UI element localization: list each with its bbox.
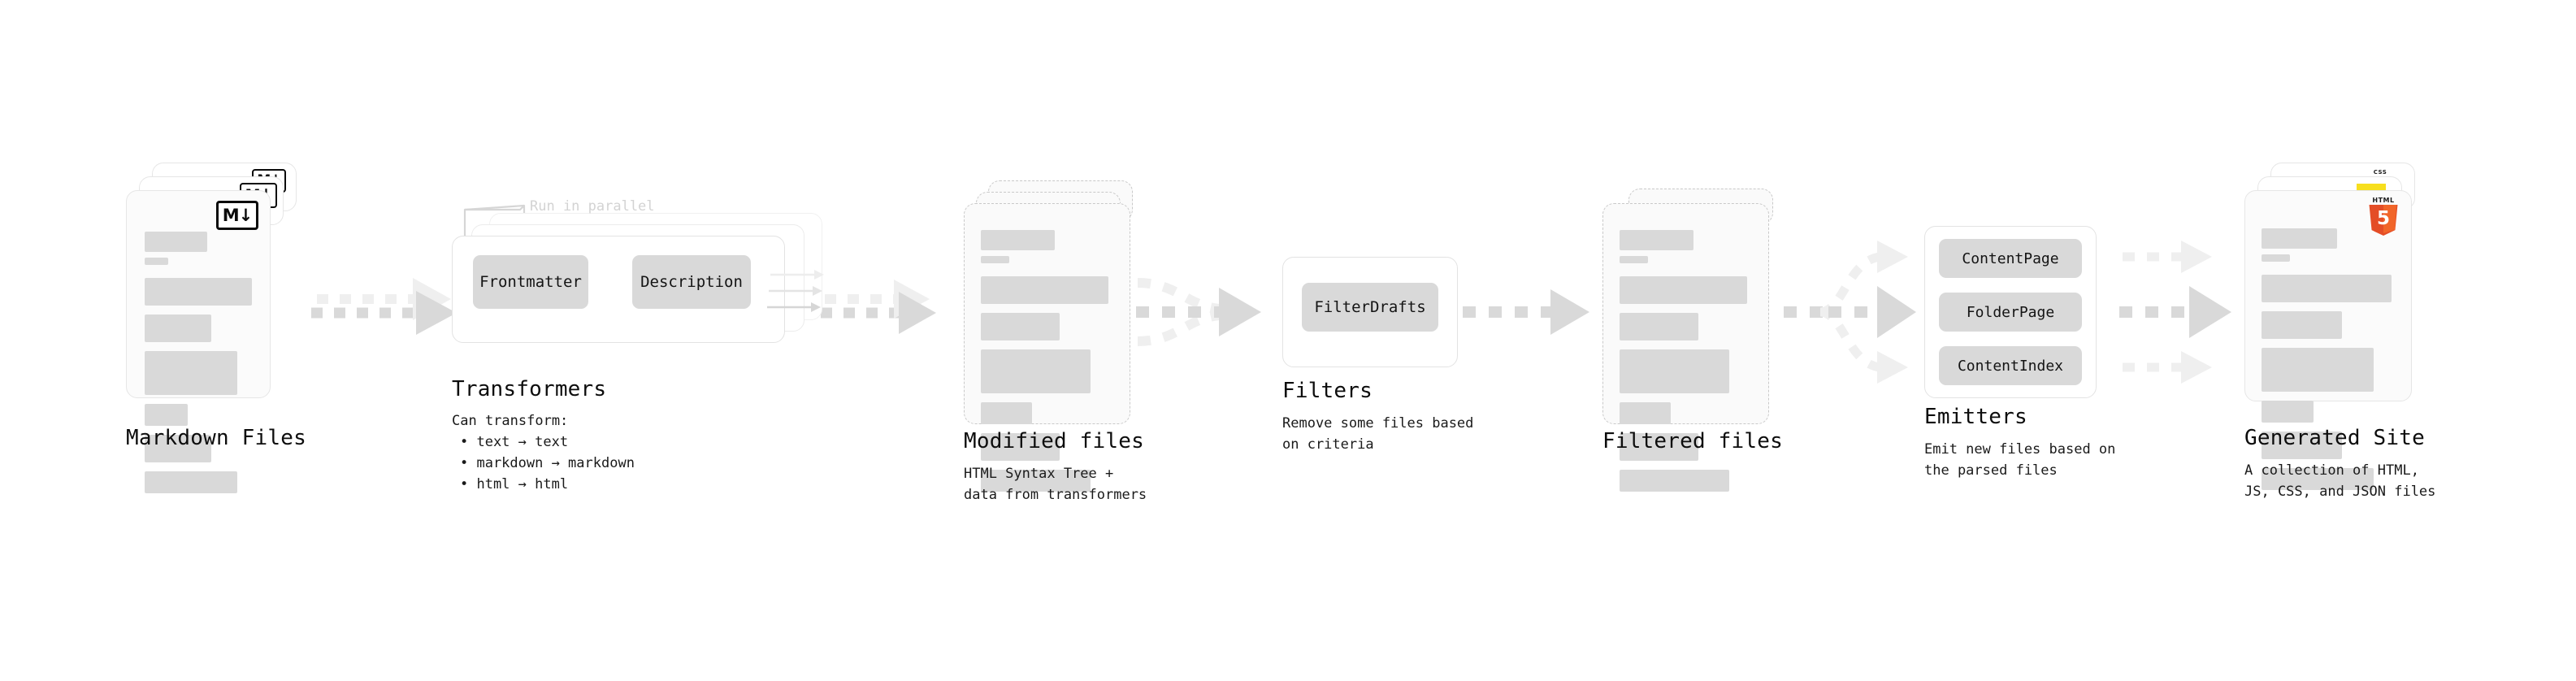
arrow-transformers-to-modified [821, 280, 936, 334]
modified-card-front [964, 203, 1130, 492]
filtered-card-front [1602, 203, 1769, 492]
stage-title-modified-files: Modified files [964, 429, 1144, 453]
skeleton-bar [145, 278, 252, 306]
filter-chip-filterdrafts[interactable]: FilterDrafts [1302, 283, 1438, 332]
stage-filtered-files [1602, 189, 1773, 492]
stage-filters: FilterDrafts [1282, 257, 1458, 367]
transformer-chip-description[interactable]: Description [632, 255, 751, 309]
skeleton-bar [981, 230, 1056, 250]
skeleton-bar [981, 470, 1091, 492]
arrow-filters-to-filtered [1463, 289, 1589, 335]
filtered-card-skeleton [1620, 230, 1747, 492]
html5-icon-number: 5 [2376, 208, 2390, 229]
transformers-bullet-0: • text → text [460, 434, 569, 450]
skeleton-bar [2262, 348, 2374, 392]
skeleton-bar [145, 435, 211, 462]
skeleton-bar [1620, 402, 1671, 424]
skeleton-bar [981, 256, 1009, 263]
modified-file-stack [964, 180, 1134, 492]
stage-title-emitters: Emitters [1924, 405, 2027, 429]
skeleton-bar [1620, 313, 1699, 340]
skeleton-bar [145, 314, 211, 342]
filtered-file-stack [1602, 189, 1773, 492]
generated-site-stack: CSS HTML 5 [2244, 163, 2419, 490]
skeleton-bar [145, 232, 207, 252]
site-card-skeleton [2262, 228, 2392, 490]
markdown-icon: M↓ [216, 201, 258, 230]
skeleton-bar [981, 313, 1060, 340]
skeleton-bar [2262, 468, 2374, 490]
stage-emitters: ContentPage FolderPage ContentIndex [1924, 226, 2097, 398]
skeleton-bar [2262, 432, 2343, 459]
stage-generated-site: CSS HTML 5 [2244, 163, 2419, 490]
skeleton-bar [1620, 349, 1730, 393]
transformer-chip-frontmatter[interactable]: Frontmatter [473, 255, 588, 309]
stage-desc-filters: Remove some files based on criteria [1282, 415, 1474, 453]
stage-modified-files [964, 180, 1134, 492]
skeleton-bar [1620, 433, 1699, 461]
skeleton-bar [981, 349, 1091, 393]
stage-desc-generated-site: A collection of HTML, JS, CSS, and JSON … [2244, 462, 2436, 501]
emitter-chip-contentpage[interactable]: ContentPage [1939, 239, 2082, 278]
modified-card-skeleton [981, 230, 1108, 492]
skeleton-bar [2262, 401, 2314, 423]
stage-desc-emitters: Emit new files based on the parsed files [1924, 441, 2116, 479]
skeleton-bar [145, 258, 169, 265]
stage-title-transformers: Transformers [452, 377, 607, 401]
skeleton-bar [1620, 276, 1747, 304]
skeleton-bar [145, 404, 188, 426]
arrow-modified-to-filters [1136, 278, 1261, 346]
skeleton-bar [1620, 230, 1694, 250]
emitter-chip-contentindex[interactable]: ContentIndex [1939, 346, 2082, 385]
transformers-bullet-2: • html → html [460, 476, 569, 492]
skeleton-bar [981, 433, 1060, 461]
skeleton-bar [981, 276, 1108, 304]
run-in-parallel-label: Run in parallel [530, 198, 655, 215]
skeleton-bar [1620, 470, 1730, 492]
stage-title-filters: Filters [1282, 379, 1373, 403]
stage-transformers: Frontmatter Description [452, 213, 834, 362]
markdown-card-front: M↓ [126, 190, 271, 493]
html5-icon: HTML 5 [2367, 197, 2400, 236]
skeleton-bar [2262, 228, 2337, 249]
html5-icon-shield: 5 [2369, 205, 2398, 236]
emitter-chip-folderpage[interactable]: FolderPage [1939, 293, 2082, 332]
stage-desc-modified-files: HTML Syntax Tree + data from transformer… [964, 466, 1147, 504]
skeleton-bar [981, 402, 1032, 424]
stage-desc-transformers: Can transform: [452, 413, 569, 429]
skeleton-bar [2262, 254, 2291, 262]
arrow-markdown-to-transformers [311, 278, 457, 335]
arrow-filtered-to-emitters [1784, 241, 1916, 384]
stage-title-filtered-files: Filtered files [1602, 429, 1783, 453]
transformers-bullet-1: • markdown → markdown [460, 455, 635, 471]
markdown-card-skeleton [145, 232, 252, 493]
stage-markdown-files: M↓ M↓ M↓ [126, 163, 297, 493]
stage-title-markdown-files: Markdown Files [126, 426, 306, 450]
site-card-front: HTML 5 [2244, 190, 2412, 490]
skeleton-bar [2262, 275, 2392, 302]
skeleton-bar [1620, 256, 1648, 263]
html5-icon-word: HTML [2372, 197, 2395, 204]
arrow-emitters-to-site [2119, 241, 2231, 384]
skeleton-bar [145, 351, 237, 395]
stage-title-generated-site: Generated Site [2244, 426, 2425, 450]
skeleton-bar [145, 471, 237, 493]
markdown-file-stack: M↓ M↓ M↓ [126, 163, 297, 493]
skeleton-bar [2262, 311, 2343, 339]
